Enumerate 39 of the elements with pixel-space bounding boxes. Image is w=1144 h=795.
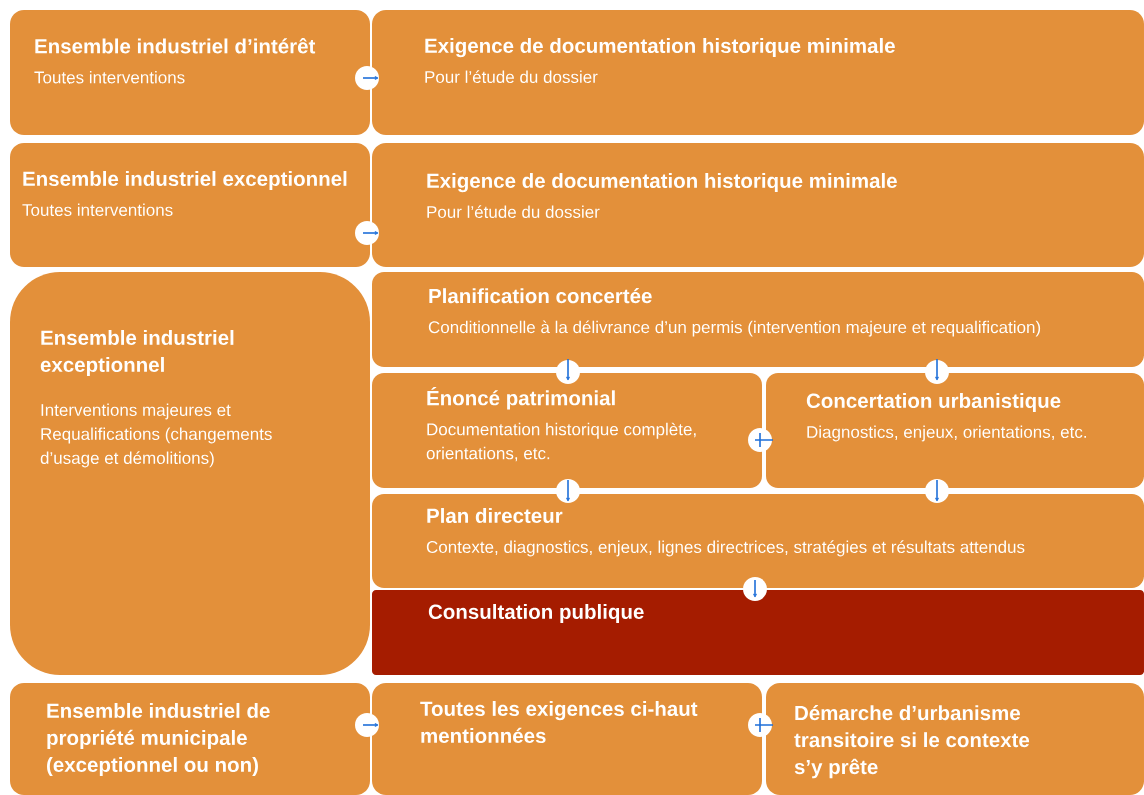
- node-label: Pour l’étude du dossier: [425, 70, 598, 84]
- node-label: Énoncé patrimonial: [427, 387, 615, 410]
- step-box: Planification concertée Conditionnelle à la délivrance d’un permis (intervention majeure et requalification): [372, 272, 1144, 367]
- node-label: Toutes interventions: [34, 70, 185, 84]
- node-label: Interventions majeures et Requalifications (changements d’usage et démolitions): [40, 403, 272, 468]
- step-box: Concertation urbanistique Diagnostics, enjeux, orientations, etc.: [766, 373, 1144, 488]
- step-box: Plan directeur Contexte, diagnostics, enjeux, lignes directrices, stratégies et résultats attendus: [372, 494, 1144, 588]
- arrow: [935, 479, 939, 502]
- step-box: Toutes les exigences ci-haut mentionnées: [372, 683, 762, 795]
- node-label: Toutes les exigences ci-haut mentionnées: [420, 701, 698, 744]
- node-label: Pour l’étude du dossier: [427, 205, 600, 219]
- arrow: [566, 358, 570, 381]
- node-label: Ensemble industriel de propriété municipale (exceptionnel ou non): [47, 703, 270, 777]
- step-box: Énoncé patrimonial Documentation historique complète, orientations, etc.: [372, 373, 762, 488]
- node-label: Exigence de documentation historique minimale: [427, 173, 897, 193]
- node-label: Plan directeur: [427, 508, 563, 524]
- arrow: [362, 723, 379, 727]
- arrow: [566, 479, 570, 502]
- arrow: [362, 76, 379, 80]
- category-box: Ensemble industriel d’intérêt Toutes interventions: [10, 10, 370, 135]
- arrow: [362, 231, 379, 235]
- category-box: Ensemble industriel de propriété municipale (exceptionnel ou non): [10, 683, 370, 795]
- step-box: Exigence de documentation historique minimale Pour l’étude du dossier: [372, 143, 1144, 267]
- node-label: Contexte, diagnostics, enjeux, lignes directrices, stratégies et résultats attendus: [426, 540, 1025, 557]
- plus-sign: [754, 717, 774, 733]
- node-label: Ensemble industriel d’intérêt: [35, 38, 316, 54]
- arrow: [753, 579, 757, 598]
- arrow: [935, 358, 939, 381]
- step-box: Démarche d’urbanisme transitoire si le contexte s’y prête: [766, 683, 1144, 795]
- node-label: Documentation historique complète, orientations, etc.: [426, 422, 696, 462]
- step-box: Exigence de documentation historique minimale Pour l’étude du dossier: [372, 10, 1144, 135]
- node-label: Ensemble industriel exceptionnel: [23, 171, 347, 191]
- node-label: Exigence de documentation historique minimale: [425, 38, 895, 58]
- step-box: Consultation publique: [372, 590, 1144, 675]
- node-label: Ensemble industriel exceptionnel: [40, 330, 234, 377]
- category-box: Ensemble industriel exceptionnel Toutes interventions: [10, 143, 370, 267]
- plus-sign: [754, 432, 774, 448]
- category-box: Ensemble industriel exceptionnel Interventions majeures et Requalifications (changements d’usage et démolitions): [10, 272, 370, 675]
- node-label: Toutes interventions: [22, 203, 173, 217]
